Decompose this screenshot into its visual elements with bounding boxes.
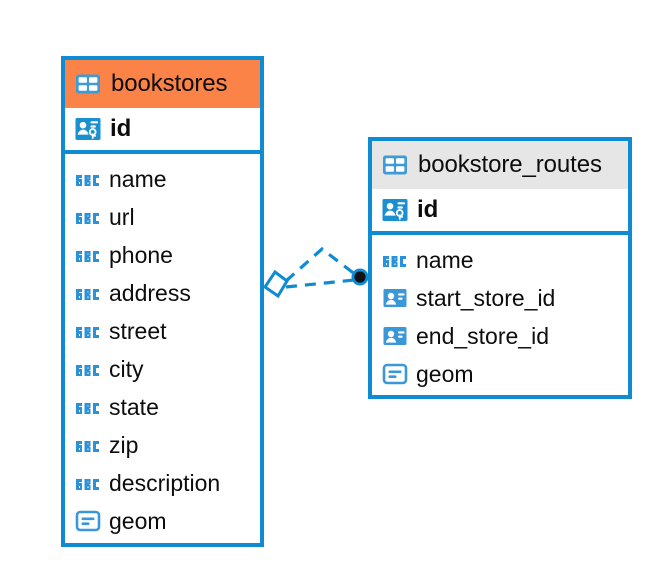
filled-circle-marker — [351, 268, 369, 286]
entity-bookstore-routes[interactable]: bookstore_routes id — [368, 137, 632, 399]
entity-title-bookstore-routes: bookstore_routes — [418, 151, 602, 178]
field-label-name: name — [109, 165, 167, 192]
abc-text-icon — [382, 252, 408, 268]
abc-text-icon — [75, 323, 101, 339]
entity-header-bookstore-routes[interactable]: bookstore_routes — [372, 141, 628, 189]
table-icon — [381, 151, 409, 179]
field-row-zip[interactable]: zip — [65, 426, 260, 464]
field-label-city: city — [109, 355, 144, 382]
field-row-geom[interactable]: geom — [65, 502, 260, 540]
field-label-address: address — [109, 279, 191, 306]
field-row-state[interactable]: state — [65, 388, 260, 426]
abc-text-icon — [75, 171, 101, 187]
relationship-line-upper — [284, 246, 357, 283]
field-row-name[interactable]: name — [65, 160, 260, 198]
field-row-street[interactable]: street — [65, 312, 260, 350]
field-label-street: street — [109, 317, 167, 344]
field-label-zip: zip — [109, 431, 139, 458]
field-label-end-store-id: end_store_id — [416, 322, 549, 349]
abc-text-icon — [75, 399, 101, 415]
field-label-description: description — [109, 469, 221, 496]
field-label-name: name — [416, 246, 474, 273]
field-label-state: state — [109, 393, 159, 420]
field-label-geom: geom — [109, 507, 167, 534]
abc-text-icon — [75, 475, 101, 491]
field-row-start-store-id[interactable]: start_store_id — [372, 279, 628, 317]
abc-text-icon — [75, 285, 101, 301]
geometry-icon — [382, 361, 408, 387]
table-icon — [74, 70, 102, 98]
field-row-description[interactable]: description — [65, 464, 260, 502]
foreign-key-icon — [382, 323, 408, 349]
entity-title-bookstores: bookstores — [111, 70, 228, 97]
relationship-line-lower — [285, 278, 355, 289]
foreign-key-icon — [382, 285, 408, 311]
field-list-bookstores: name url — [65, 154, 260, 546]
field-label-start-store-id: start_store_id — [416, 284, 556, 311]
field-row-phone[interactable]: phone — [65, 236, 260, 274]
field-list-bookstore-routes: name start_store_id — [372, 235, 628, 399]
entity-header-bookstores[interactable]: bookstores — [65, 60, 260, 108]
field-row-end-store-id[interactable]: end_store_id — [372, 317, 628, 355]
entity-bookstores[interactable]: bookstores id — [61, 56, 264, 547]
field-row-name[interactable]: name — [372, 241, 628, 279]
abc-text-icon — [75, 247, 101, 263]
field-label-id: id — [417, 196, 439, 223]
primary-key-icon — [74, 115, 102, 143]
field-row-address[interactable]: address — [65, 274, 260, 312]
field-row-city[interactable]: city — [65, 350, 260, 388]
field-label-phone: phone — [109, 241, 173, 268]
field-row-primary-key-bookstores[interactable]: id — [65, 108, 260, 154]
primary-key-icon — [381, 196, 409, 224]
field-label-url: url — [109, 203, 135, 230]
field-row-url[interactable]: url — [65, 198, 260, 236]
field-row-geom[interactable]: geom — [372, 355, 628, 393]
diamond-marker — [262, 269, 289, 299]
abc-text-icon — [75, 437, 101, 453]
field-row-primary-key-bookstore-routes[interactable]: id — [372, 189, 628, 235]
field-label-geom: geom — [416, 360, 474, 387]
geometry-icon — [75, 508, 101, 534]
abc-text-icon — [75, 361, 101, 377]
abc-text-icon — [75, 209, 101, 225]
field-label-id: id — [110, 115, 132, 142]
